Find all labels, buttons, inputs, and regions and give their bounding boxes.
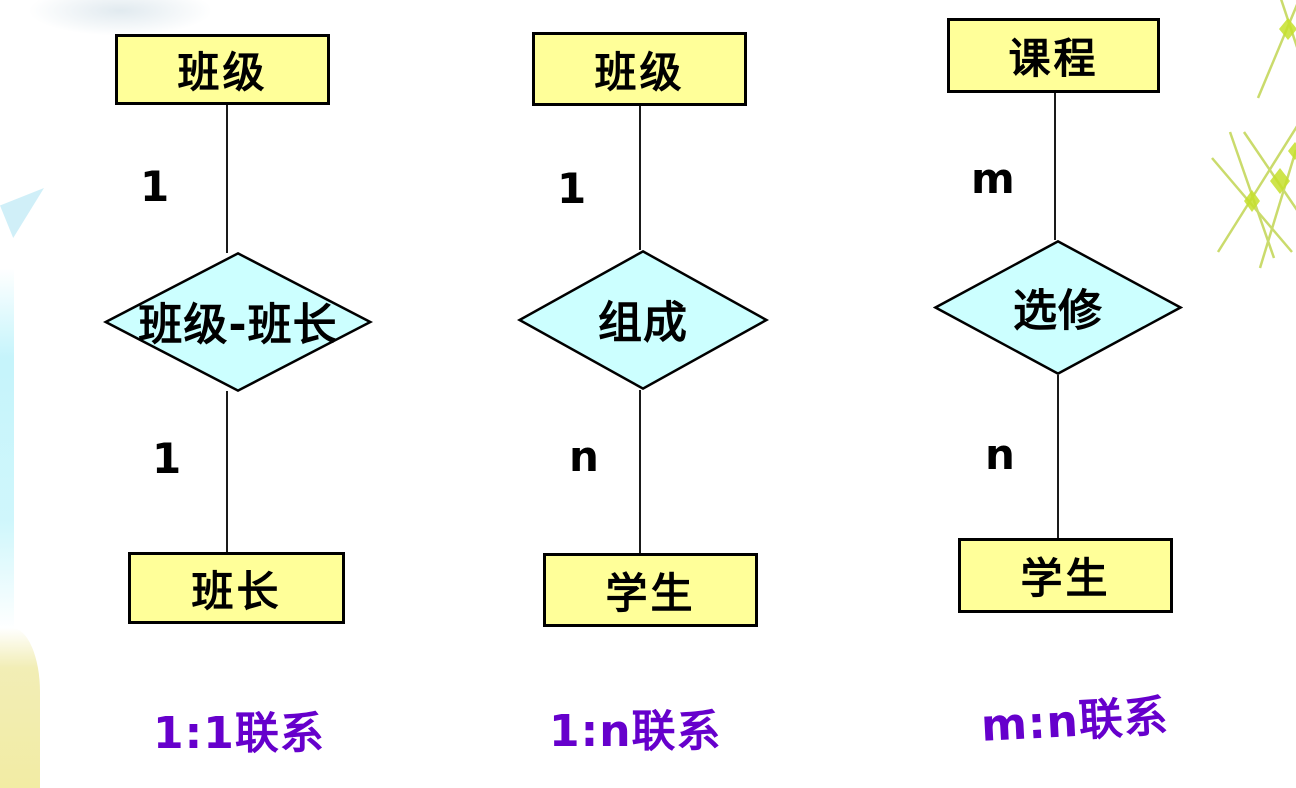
connector-line	[639, 390, 641, 553]
diamond-shape	[106, 253, 371, 390]
caption-1-1: 1:1联系	[153, 708, 325, 759]
connector-line	[1057, 375, 1059, 538]
relationship-diamond-compose: 组成	[517, 250, 769, 390]
relationship-diamond-class-monitor: 班级-班长	[103, 252, 373, 392]
entity-label: 学生	[605, 568, 696, 618]
connector-line	[226, 105, 228, 253]
connector-line	[639, 106, 641, 250]
entity-label: 班级	[594, 47, 685, 97]
relationship-label: 组成	[598, 297, 688, 349]
entity-label: 班长	[191, 566, 282, 616]
entity-box-class-2: 班级	[532, 32, 747, 106]
entity-box-monitor: 班长	[128, 552, 345, 624]
caption-1-n: 1:n联系	[549, 706, 722, 757]
diamond-shape	[520, 251, 767, 388]
bottom-left-yellow-blob-decoration	[0, 628, 40, 788]
relationship-label: 选修	[1013, 285, 1103, 337]
entity-box-course: 课程	[947, 18, 1160, 93]
connector-line	[1054, 93, 1056, 240]
relationship-label: 班级-班长	[138, 299, 338, 351]
entity-box-student-2: 学生	[958, 538, 1173, 613]
entity-label: 学生	[1020, 554, 1111, 603]
left-cyan-strip-decoration	[0, 268, 14, 630]
cardinality-label: 1	[140, 162, 170, 211]
left-cyan-triangle-decoration	[0, 188, 44, 238]
diamond-shape	[936, 241, 1181, 373]
entity-label: 课程	[1008, 34, 1099, 83]
entity-box-class-1: 班级	[115, 34, 330, 105]
top-left-cloud-decoration	[28, 0, 213, 36]
connector-line	[226, 391, 228, 552]
relationship-diamond-elective: 选修	[933, 240, 1183, 375]
cardinality-label: 1	[152, 434, 182, 483]
caption-m-n: m:n联系	[979, 691, 1170, 752]
cardinality-label: m	[971, 154, 1015, 203]
sparkle-plant-decoration	[1211, 0, 1296, 269]
cardinality-label: n	[569, 432, 599, 481]
entity-box-student-1: 学生	[543, 553, 758, 627]
cardinality-label: n	[985, 430, 1015, 479]
cardinality-label: 1	[557, 164, 587, 213]
entity-label: 班级	[177, 48, 268, 97]
